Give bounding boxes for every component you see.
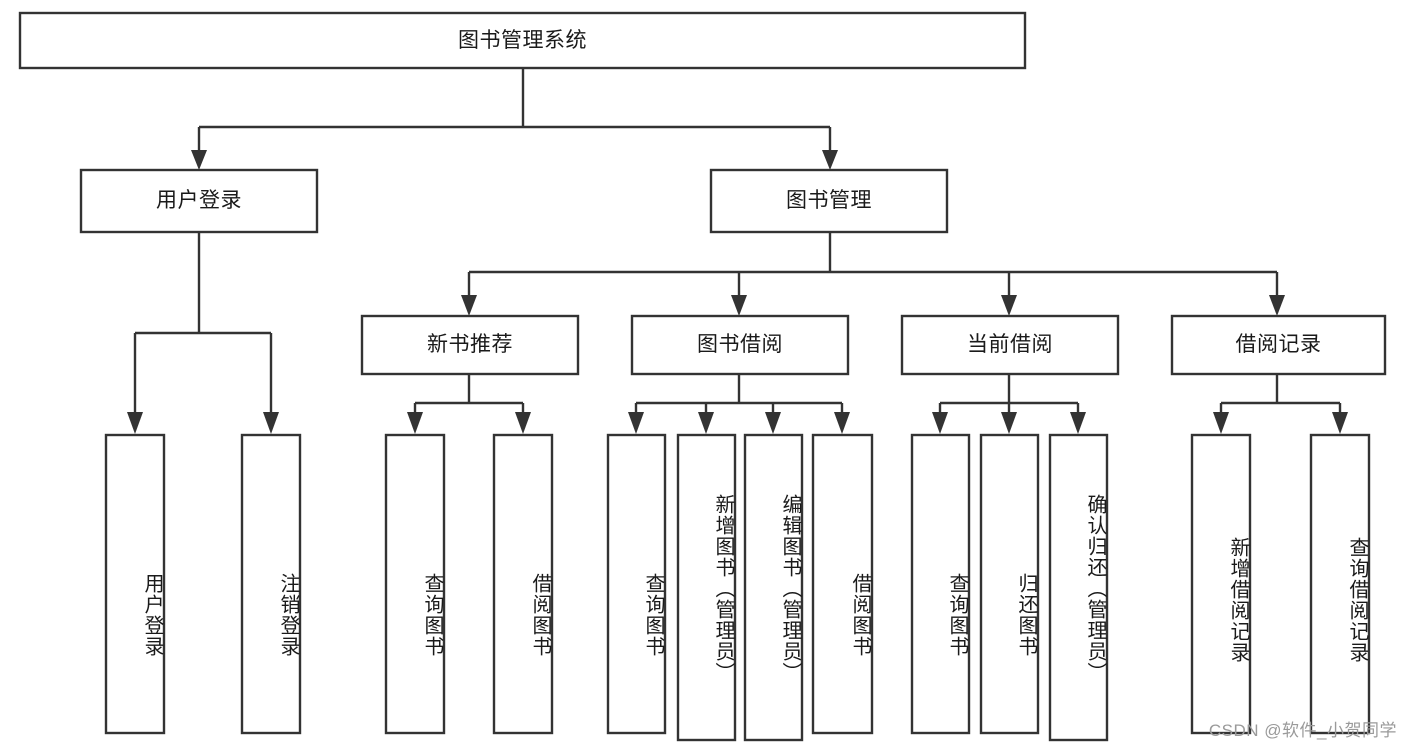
arrow-head-leaf-query-book-1: [407, 412, 423, 434]
arrow-head-leaf-query-book-2: [628, 412, 644, 434]
arrow-head-leaf-add-record: [1213, 412, 1229, 434]
arrow-head-leaf-confirm-return: [1070, 412, 1086, 434]
node-book-manage-box[interactable]: [709, 168, 949, 234]
arrow-head-leaf-user-logout: [263, 412, 279, 434]
arrow-head-leaf-borrow-book-2: [834, 412, 850, 434]
arrow-head-leaf-user-login: [127, 412, 143, 434]
node-leaf-borrow-book-2-box[interactable]: [811, 433, 874, 735]
node-leaf-confirm-return-box[interactable]: [1048, 433, 1109, 742]
node-leaf-query-book-2-box[interactable]: [606, 433, 667, 735]
arrow-head-leaf-query-record: [1332, 412, 1348, 434]
node-leaf-query-book-3-box[interactable]: [910, 433, 971, 735]
watermark-text: CSDN @软件_小贺同学: [1208, 721, 1397, 740]
node-current-borrow-box[interactable]: [900, 314, 1120, 376]
node-leaf-edit-book-box[interactable]: [743, 433, 804, 742]
node-new-book-recommend-box[interactable]: [360, 314, 580, 376]
node-book-borrow-box[interactable]: [630, 314, 850, 376]
arrow-head-book-manage: [822, 150, 838, 170]
node-leaf-user-login-box[interactable]: [104, 433, 166, 735]
arrow-head-new-book: [461, 295, 477, 316]
node-borrow-record-box[interactable]: [1170, 314, 1387, 376]
arrow-head-current-borrow: [1001, 295, 1017, 316]
node-leaf-query-record-box[interactable]: [1309, 433, 1371, 735]
arrow-head-leaf-add-book: [698, 412, 714, 434]
arrow-head-leaf-return-book: [1001, 412, 1017, 434]
node-leaf-borrow-book-1-box[interactable]: [492, 433, 554, 735]
node-leaf-add-book-box[interactable]: [676, 433, 737, 742]
arrow-head-book-borrow: [731, 295, 747, 316]
arrow-head-leaf-query-book-3: [932, 412, 948, 434]
node-leaf-return-book-box[interactable]: [979, 433, 1040, 735]
node-leaf-add-record-box[interactable]: [1190, 433, 1252, 735]
node-leaf-query-book-1-box[interactable]: [384, 433, 446, 735]
arrow-head-leaf-edit-book: [765, 412, 781, 434]
node-root-box[interactable]: [18, 11, 1027, 70]
arrow-head-borrow-record: [1269, 295, 1285, 316]
node-user-login-box[interactable]: [79, 168, 319, 234]
arrow-head-leaf-borrow-book-1: [515, 412, 531, 434]
node-leaf-user-logout-box[interactable]: [240, 433, 302, 735]
arrow-head-user-login: [191, 150, 207, 170]
